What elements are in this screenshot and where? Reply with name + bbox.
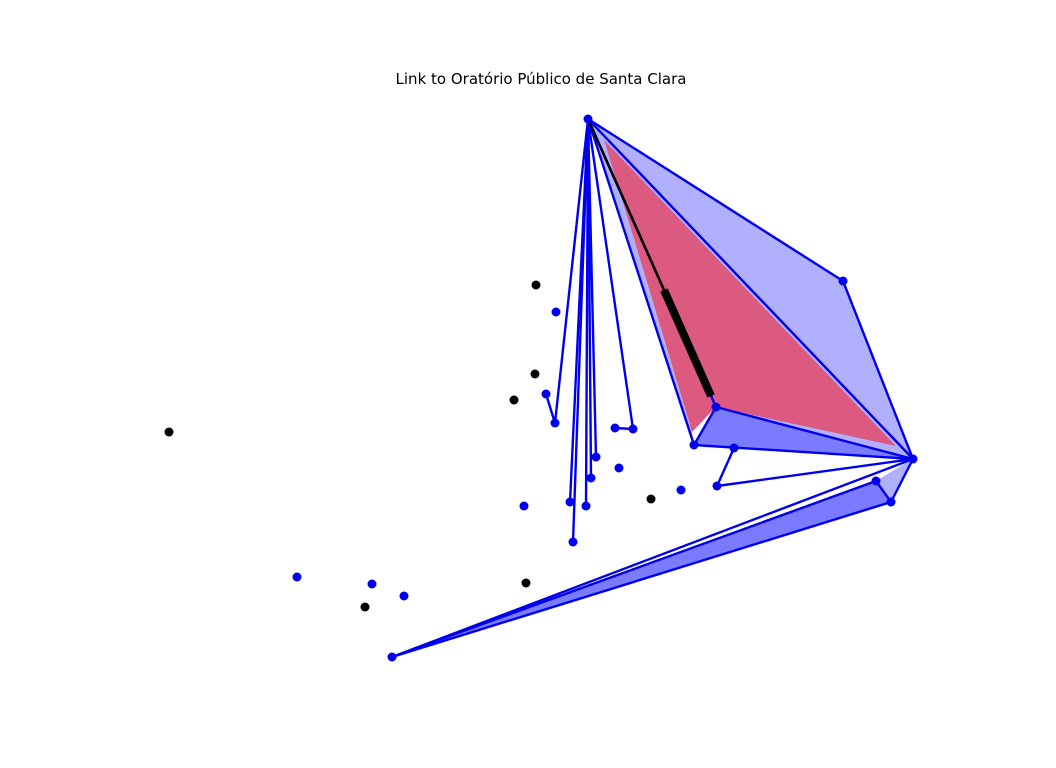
edge [587,117,844,283]
node [164,427,174,437]
node [886,497,896,507]
edge [553,118,590,424]
edge [586,118,635,430]
node [360,602,370,612]
node [565,497,575,507]
node [689,440,699,450]
node [292,572,302,582]
node [646,494,656,504]
right-light-blob [876,459,913,502]
edge [692,406,718,446]
highlighted-link-thin [586,118,666,291]
connected-nodes [292,114,918,662]
node [711,402,721,412]
edge [841,280,915,460]
diagram-title: Link to Oratório Público de Santa Clara [396,70,687,88]
edge [391,500,892,659]
node [399,591,409,601]
node [531,280,541,290]
node [387,652,397,662]
node [591,452,601,462]
highlighted-link [660,288,715,398]
node [628,424,638,434]
node [550,418,560,428]
node [509,395,519,405]
edge [391,479,877,659]
node [551,307,561,317]
edge [544,393,557,424]
node [521,578,531,588]
edge [715,405,914,461]
node [568,537,578,547]
node [676,485,686,495]
node [729,443,739,453]
node [871,476,881,486]
node [583,114,593,124]
edge [889,458,915,503]
node [367,579,377,589]
node [586,473,596,483]
node [610,423,620,433]
node [908,454,918,464]
red-region [604,140,896,446]
edge [586,118,598,458]
node [614,463,624,473]
node [838,276,848,286]
edge [586,118,696,446]
node [712,481,722,491]
node [581,501,591,511]
edge [568,118,590,503]
node [519,501,529,511]
node [541,389,551,399]
mid-blue-region-lower [694,407,913,459]
edge [716,457,914,488]
isolated-nodes [164,280,656,612]
edge [587,118,914,460]
node [530,369,540,379]
edge [391,457,914,659]
edge [715,447,736,487]
